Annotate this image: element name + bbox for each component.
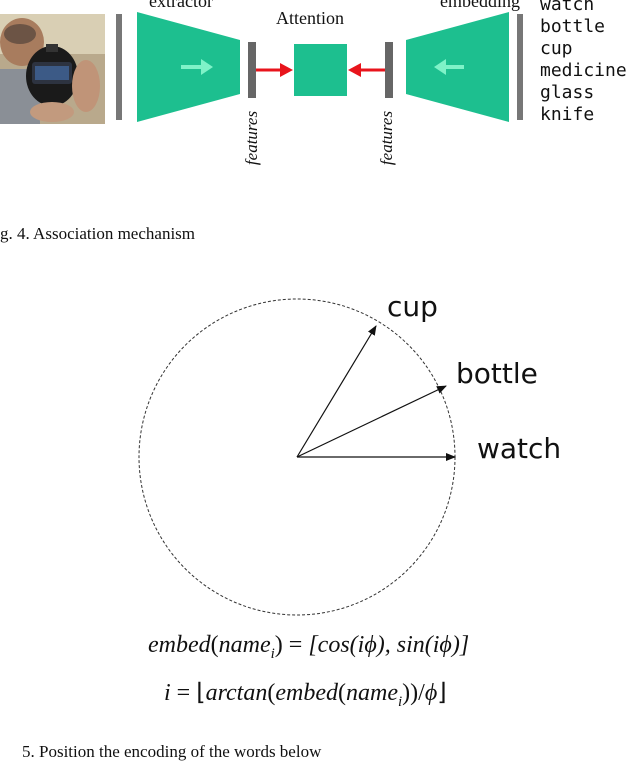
vector-label-bottle: bottle [456, 357, 538, 390]
left-features-label: features [242, 110, 261, 166]
right-features-label: features [377, 110, 396, 166]
embedding-circle-diagram [138, 298, 456, 616]
equation-index: i = ⌊arctan(embed(namei))/ϕ⌋ [164, 680, 447, 710]
right-features-bar [385, 42, 393, 98]
vector-label-watch: watch [477, 432, 562, 465]
eq1-function: embed [148, 632, 211, 658]
input-divider-bar [116, 14, 122, 120]
left-features-bar [248, 42, 256, 98]
eq1-subscript: i [270, 645, 275, 662]
figure-5-caption: 5. Position the encoding of the words be… [22, 742, 322, 761]
eq1-variable: name [218, 632, 271, 658]
figure-5: cup bottle watch embed(namei) = [cos(iϕ)… [0, 260, 640, 761]
vector-label-cup: cup [387, 290, 438, 323]
eq2-denominator: ϕ [424, 680, 438, 706]
eq2-function: arctan [205, 680, 268, 706]
word-bottle: bottle [540, 16, 606, 37]
word-watch: watch [540, 0, 595, 15]
vector-cup [296, 325, 377, 458]
eq2-inner-function: embed [275, 680, 338, 706]
word-embedding-block [406, 12, 509, 122]
word-medicine: medicine [540, 60, 627, 81]
figure-4-caption: g. 4. Association mechanism [0, 224, 196, 243]
embedding-label: embedding [440, 0, 520, 11]
feature-extractor-block [137, 12, 240, 122]
word-cup: cup [540, 38, 573, 59]
equation-embed: embed(namei) = [cos(iϕ), sin(iϕ)] [148, 632, 470, 662]
eq2-lhs: i [164, 680, 171, 706]
word-list: watch bottle cup medicine glass knife [540, 0, 627, 126]
attention-label: Attention [276, 8, 344, 28]
extractor-label: extractor [149, 0, 213, 11]
figure-4: extractor features Attention features em… [0, 0, 640, 250]
vector-bottle [296, 385, 447, 458]
attention-block [294, 44, 347, 96]
left-red-arrow [256, 63, 293, 77]
eq2-variable: name [346, 680, 398, 706]
word-knife: knife [540, 104, 595, 125]
word-divider-bar [517, 14, 523, 120]
word-glass: glass [540, 82, 595, 103]
person-photo [0, 14, 105, 124]
eq1-rhs: [cos(iϕ), sin(iϕ)] [308, 632, 470, 658]
eq2-subscript: i [397, 693, 403, 710]
right-red-arrow [348, 63, 385, 77]
